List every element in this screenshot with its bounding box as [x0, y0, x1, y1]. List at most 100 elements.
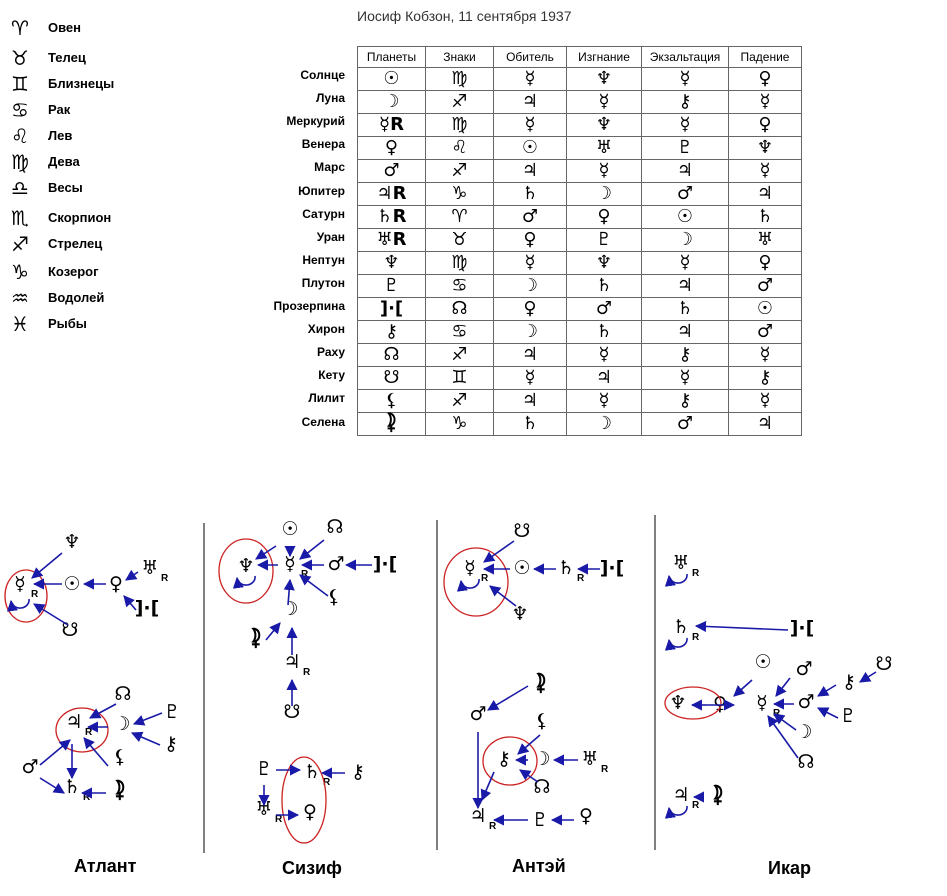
planet-label: Селена [301, 414, 345, 429]
dispositor-arrow [123, 595, 137, 611]
planet-glyph-icon: ]·[ [373, 553, 398, 575]
table-cell: ♉ [425, 228, 494, 252]
table-cell: ♂ [728, 320, 802, 344]
dispositor-arrow [767, 715, 799, 759]
zodiac-sign-icon: ♎ [11, 176, 29, 200]
table-cell: ☽ [493, 274, 567, 298]
zodiac-sign-icon: ♋ [11, 98, 29, 122]
table-cell: ♃ [728, 182, 802, 206]
table-cell: ♄ [493, 182, 567, 206]
caption-ikar: Икар [768, 858, 811, 878]
table-cell: ♃ [493, 389, 567, 413]
table-row: ♃R♑♄☽♂♃ [357, 182, 802, 206]
table-cell: ☿ [566, 389, 642, 413]
final-dispositor-circle [664, 686, 722, 720]
planet-glyph-icon: ☉ [63, 573, 80, 595]
planet-glyph-icon: ☊ [534, 776, 551, 798]
table-cell: ☿R [357, 113, 426, 137]
table-cell: ♀ [728, 251, 802, 275]
table-cell: ♀ [493, 228, 567, 252]
final-dispositor-circle [443, 547, 509, 617]
planet-glyph-icon: ♂ [327, 553, 344, 575]
planet-glyph-icon: ☿ [464, 557, 476, 579]
planet-label: Прозерпина [273, 299, 345, 313]
table-cell: ♃ [641, 320, 729, 344]
self-rule-loop [232, 575, 256, 589]
planet-glyph-icon: ☉ [513, 557, 530, 579]
table-cell: ♌ [425, 136, 494, 160]
table-cell: ♍ [425, 113, 494, 137]
self-rule-loop [664, 805, 688, 819]
final-dispositor-circle [281, 756, 327, 844]
table-row: ⯝♑♄☽♂♃ [357, 412, 802, 436]
table-cell: ⚷ [641, 343, 729, 367]
planet-label: Хирон [307, 322, 345, 337]
planet-glyph-icon: ♀ [109, 573, 123, 595]
zodiac-sign-name: Весы [48, 180, 83, 195]
planet-glyph-icon: ]·[ [600, 557, 625, 579]
self-rule-loop [456, 578, 480, 592]
planet-glyph-icon: ☋ [284, 701, 301, 723]
table-cell: ♐ [425, 90, 494, 114]
retrograde-mark: R [692, 568, 700, 579]
table-header-cell: Обитель [493, 46, 567, 68]
zodiac-sign-icon: ♌ [11, 124, 29, 148]
zodiac-sign-name: Лев [48, 128, 73, 143]
planet-glyph-icon: ☊ [115, 683, 132, 705]
table-cell: ♆ [566, 113, 642, 137]
planet-glyph-icon: ☋ [514, 520, 531, 542]
planet-glyph-icon: ♇ [839, 705, 856, 727]
planet-glyph-icon: ☽ [281, 598, 298, 620]
planet-glyph-icon: ♀ [713, 693, 727, 715]
retrograde-mark: R [692, 800, 700, 811]
planet-glyph-icon: ♅ [581, 748, 598, 770]
table-cell: ☽ [641, 228, 729, 252]
table-header-cell: Планеты [357, 46, 426, 68]
zodiac-sign-name: Рыбы [48, 316, 87, 331]
table-cell: ♃R [357, 182, 426, 206]
table-cell: ☿ [641, 251, 729, 275]
planet-glyph-icon: ☽ [533, 748, 550, 770]
planet-glyph-icon: ⚸ [535, 710, 549, 732]
retrograde-mark: R [31, 589, 39, 600]
dispositor-arrow [487, 685, 529, 711]
retrograde-mark: R [577, 573, 585, 584]
planet-glyph-icon: ♆ [669, 692, 686, 714]
planet-glyph-icon: ]·[ [790, 617, 815, 639]
planet-label: Плутон [301, 275, 345, 290]
table-cell: ☽ [566, 412, 642, 436]
planet-glyph-icon: ☽ [113, 713, 130, 735]
planet-glyph-icon: ♂ [21, 756, 38, 778]
table-cell: ☽ [493, 320, 567, 344]
dispositor-arrow [132, 712, 163, 726]
table-row: ♆♍☿♆☿♀ [357, 251, 802, 275]
dispositor-arrow [299, 539, 325, 560]
retrograde-mark: R [692, 632, 700, 643]
self-rule-loop [664, 637, 688, 651]
table-cell: ♄R [357, 205, 426, 229]
zodiac-sign-name: Телец [48, 50, 86, 65]
table-cell: ☿ [728, 90, 802, 114]
final-dispositor-circle [218, 538, 274, 604]
planet-glyph-icon: ⚷ [164, 733, 178, 755]
dispositor-arrow [39, 739, 71, 766]
planet-glyph-icon: ♅ [672, 552, 689, 574]
dispositor-arrow [89, 703, 117, 719]
planet-glyph-icon: ♂ [797, 691, 814, 713]
table-cell: ☿ [728, 343, 802, 367]
planet-label: Лилит [308, 391, 345, 406]
retrograde-mark: R [85, 727, 93, 738]
caption-sizif: Сизиф [282, 858, 342, 878]
table-cell: ♆ [566, 67, 642, 91]
table-cell: ☊ [425, 297, 494, 321]
planet-glyph-icon: ⚷ [842, 671, 856, 693]
table-row: ⚷♋☽♄♃♂ [357, 320, 802, 344]
zodiac-sign-icon: ♐ [11, 232, 29, 256]
table-cell: ♀ [566, 205, 642, 229]
zodiac-sign-name: Скорпион [48, 210, 112, 225]
dispositor-arrow [265, 622, 281, 641]
zodiac-sign-icon: ♑ [11, 260, 29, 284]
planet-label: Луна [315, 91, 345, 106]
